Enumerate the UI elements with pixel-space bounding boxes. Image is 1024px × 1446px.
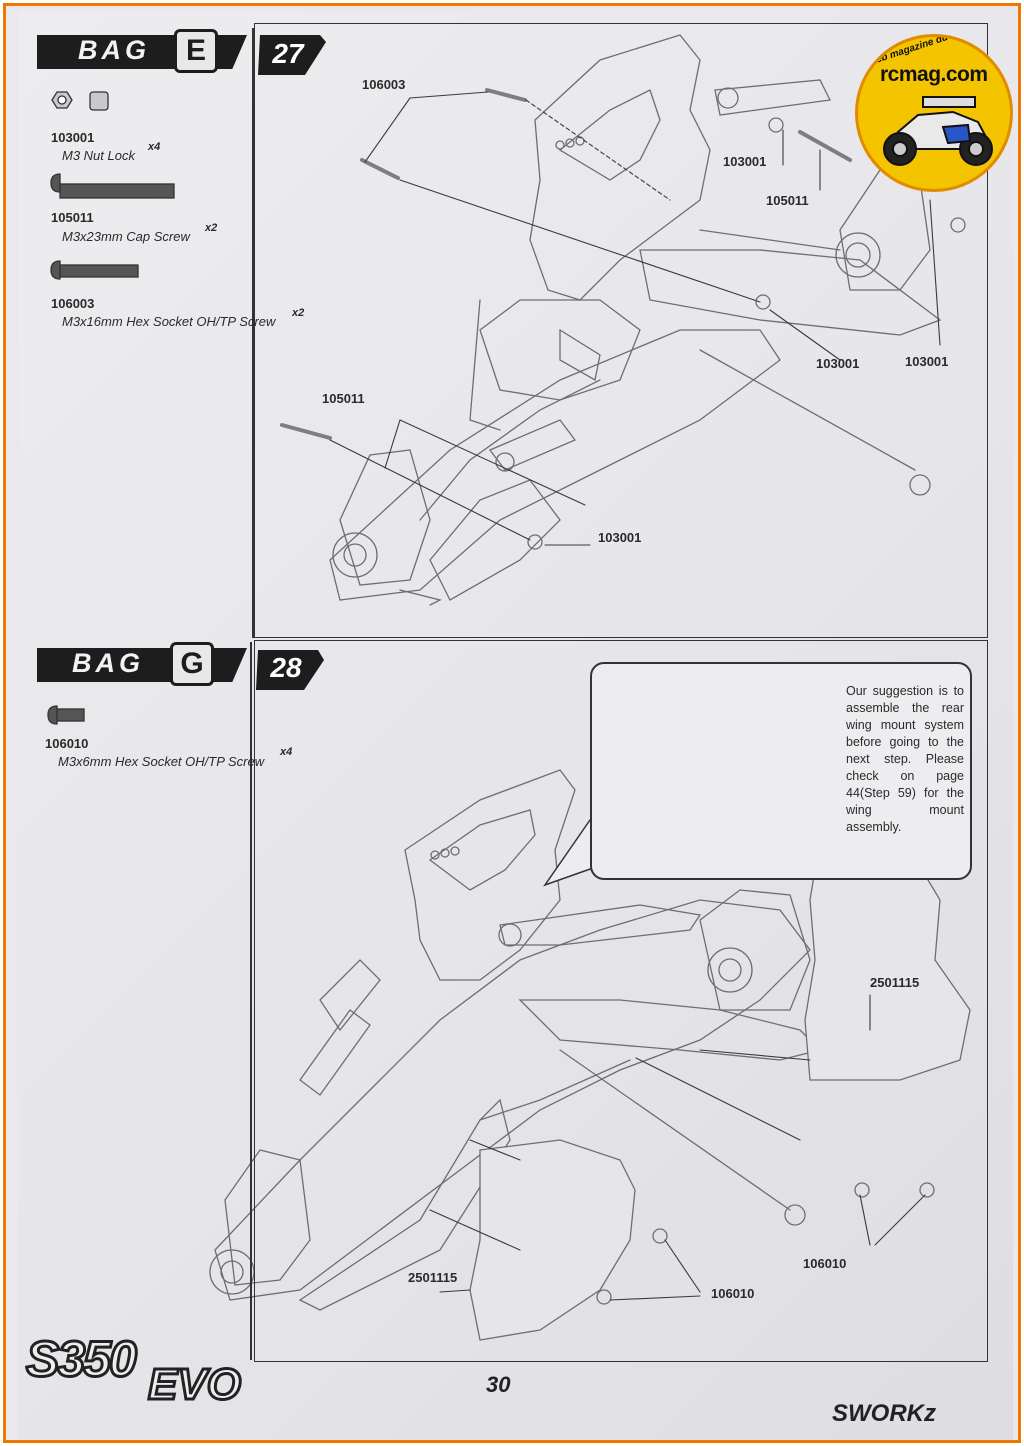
callout-label: 106003 [362,77,406,92]
part-quantity: x4 [280,746,293,758]
callout-label: 105011 [322,391,365,406]
suggestion-note-text: Our suggestion is to assemble the rear w… [846,684,964,834]
callout-label: 2501115 [408,1270,458,1285]
callout-label: 106010 [803,1256,847,1271]
part-code: 106010 [45,736,89,751]
model-logo-s350: S350 [25,1330,139,1389]
callout-label: 2501115 [870,975,920,990]
step-28-number: 28 [270,652,302,683]
callout-label: 103001 [723,154,767,169]
part-name: M3x23mm Cap Screw [62,229,190,244]
part-quantity: x4 [148,141,161,153]
bag-e-letter: E [174,29,218,73]
callout-label: 106010 [711,1286,755,1301]
part-name: M3x6mm Hex Socket OH/TP Screw [58,754,265,769]
step-28-column-divider [250,642,252,1360]
part-quantity: x2 [205,222,218,234]
suggestion-note-box [590,662,972,880]
bag-g-label: BAG [72,648,144,678]
bag-g-letter: G [170,642,214,686]
callout-label: 103001 [598,530,642,545]
rcmag-watermark-badge: Le web magazine du modélisme rcmag.com [855,34,1013,192]
part-name: M3 Nut Lock [62,148,135,163]
part-name: M3x16mm Hex Socket OH/TP Screw [62,314,276,329]
callout-label: 105011 [766,193,809,208]
part-quantity: x2 [292,307,305,319]
step-27-panel [254,23,988,638]
page-number: 30 [486,1372,511,1397]
step-27-column-divider [252,28,254,638]
watermark-site: rcmag.com [880,63,988,86]
brand-logo: SWORKz [832,1400,936,1427]
step-28-panel [254,640,988,1362]
model-logo-evo: EVO [147,1359,243,1411]
part-code: 106003 [51,296,95,311]
step-27-number: 27 [272,38,304,69]
bag-e-label: BAG [78,35,150,65]
callout-label: 103001 [816,356,860,371]
part-code: 103001 [51,130,95,145]
rc-car-icon [883,96,993,166]
callout-label: 103001 [905,354,949,369]
part-code: 105011 [51,210,94,225]
